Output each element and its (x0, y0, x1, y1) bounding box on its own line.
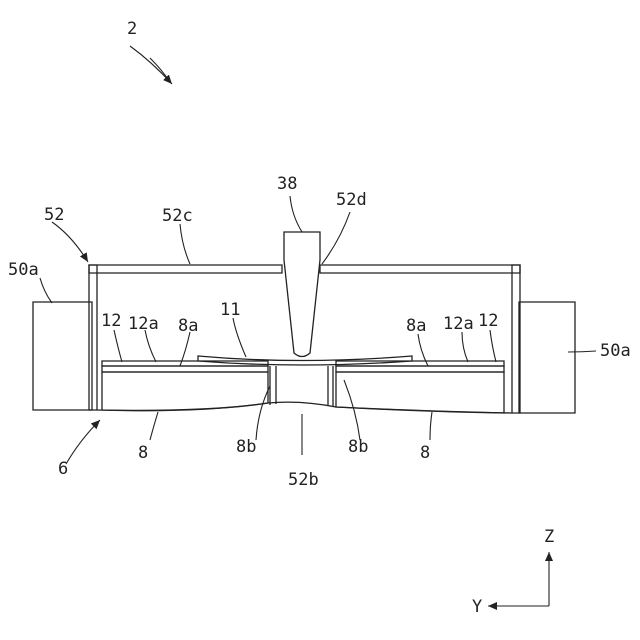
label-adhesive-left: 12a (128, 314, 159, 334)
center-opening (270, 366, 333, 407)
adhesive-left (102, 366, 268, 372)
label-workpiece: 11 (220, 300, 240, 320)
label-pad-surface-left: 8a (178, 316, 198, 336)
pad-left (102, 372, 268, 411)
label-adhesive-right: 12a (443, 314, 474, 334)
label-sheet-right: 12 (478, 311, 498, 331)
label-pad-left: 8 (138, 443, 148, 463)
label-pad-surface-right: 8a (406, 316, 426, 336)
coordinate-axes: Z Y (472, 527, 554, 617)
cover-top-left (89, 265, 282, 273)
adhesive-right (336, 366, 504, 372)
label-assembly: 2 (127, 19, 137, 39)
cover-left-wall (89, 265, 97, 410)
axis-z-label: Z (544, 527, 554, 547)
label-cover-hole: 52d (336, 190, 367, 210)
bottom-boundary (97, 402, 512, 413)
frame-left (33, 302, 92, 410)
label-sheet-left: 12 (101, 311, 121, 331)
label-pad-right: 8 (420, 443, 430, 463)
cover-top-right (320, 265, 520, 273)
label-center-opening: 52b (288, 470, 319, 490)
label-cover-top: 52c (162, 206, 193, 226)
pad-right (336, 372, 504, 413)
label-pad-edge-left: 8b (236, 437, 256, 457)
label-stage: 6 (58, 459, 68, 479)
label-pad-edge-right: 8b (348, 437, 368, 457)
label-frame-left: 50a (8, 260, 39, 280)
axis-y-label: Y (472, 597, 482, 617)
label-frame-right: 50a (600, 341, 631, 361)
frame-right (519, 302, 575, 413)
probe (284, 232, 320, 357)
label-cover: 52 (44, 205, 64, 225)
label-probe: 38 (277, 174, 297, 194)
